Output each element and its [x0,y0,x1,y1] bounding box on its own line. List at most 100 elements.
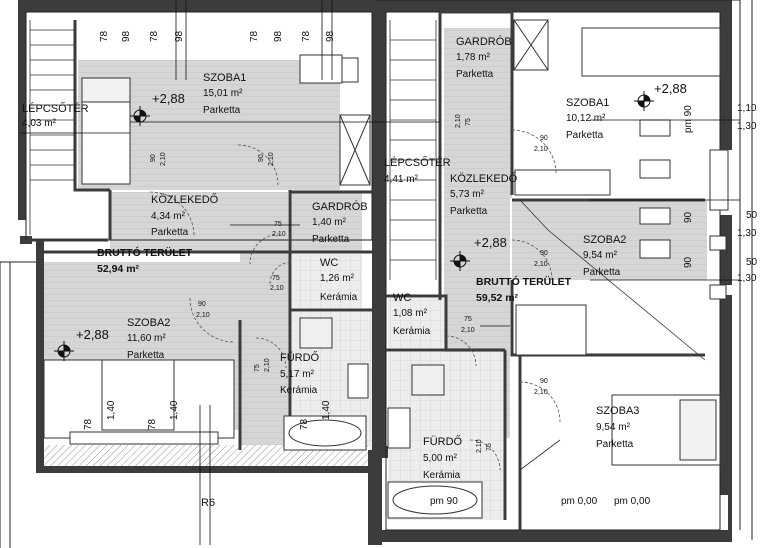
elevation-markers [54,91,654,361]
szoba1-right-floor-type: Parketta [566,130,604,141]
dim-78-d: 78 [301,30,312,42]
dim-75-e: 75 [464,316,472,323]
szoba1-left-area: 15,01 m² [203,88,243,99]
szoba1-right-name: SZOBA1 [566,97,610,109]
dim-210-c: 2,10 [272,231,286,238]
dim-50-b: 50 [746,257,758,268]
dim-210-e: 2,10 [196,312,210,319]
szoba2-right-area: 9,54 m² [583,250,617,261]
dim-210-h: 2,10 [534,146,548,153]
dim-210-l: 2,10 [476,439,483,453]
dim-90-b: 90 [258,154,265,162]
dim-130-b: 1,30 [737,228,757,239]
gardrob-left-name: GARDRÓB [312,201,368,213]
gardrob-right-floor-type: Parketta [456,69,494,80]
gardrob-left-floor [290,192,362,252]
dim-98-b: 98 [174,30,185,42]
dim-pm90-a: pm 90 [683,105,694,133]
elevation-marker-left-bottom [54,341,74,361]
szoba1-left-name: SZOBA1 [203,72,247,84]
kozlekedo-left-floor [110,192,288,252]
dim-90-d: 90 [683,211,694,223]
dim-75-f: 75 [486,443,493,451]
brutto-right-value: 59,52 m² [476,292,519,304]
dimension-lines [20,0,740,545]
wc-right-floor [388,298,446,348]
dim-75-b: 75 [272,275,280,282]
dim-78-g: 78 [299,418,310,430]
elevation-marker-right-mid [450,251,470,271]
furdo-right-name: FÜRDŐ [423,436,463,448]
dim-90-h: 90 [540,378,548,385]
dim-78-b: 78 [149,30,160,42]
szoba3-right-area: 9,54 m² [596,422,630,433]
szoba1-right-area: 10,12 m² [566,113,606,124]
elevation-right-mid: +2,88 [474,235,507,250]
lepcsoter-right-name: LÉPCSŐTÉR [384,157,451,169]
dim-130-c: 1,30 [737,273,757,284]
dim-78-e: 78 [83,418,94,430]
gardrob-right-area: 1,78 m² [456,52,490,63]
wc-left-name: WC [320,257,339,269]
furdo-right-floor-type: Kerámia [423,470,461,481]
elevation-left-bottom: +2,88 [76,327,109,342]
gardrob-left-area: 1,40 m² [312,217,346,228]
r6-label: R6 [201,497,216,509]
dim-75-c: 75 [254,364,261,372]
kozlekedo-right-area: 5,73 m² [450,189,484,200]
dim-78-a: 78 [99,30,110,42]
furdo-left-area: 5,17 m² [280,369,314,380]
pm-bath-right: pm 90 [430,496,458,507]
dim-140-b: 1,40 [169,400,180,420]
dim-78-f: 78 [147,418,158,430]
dim-90-g: 90 [540,250,548,257]
wc-left-area: 1,26 m² [320,273,354,284]
dim-210-f: 2,10 [264,358,271,372]
dim-90-f: 90 [540,135,548,142]
szoba2-right-name: SZOBA2 [583,234,627,246]
dim-78-c: 78 [249,30,260,42]
dim-140-c: 1,40 [321,400,332,420]
kozlekedo-left-floor-type: Parketta [151,227,189,238]
kozlekedo-right-floor-type: Parketta [450,206,488,217]
dim-90-c: 90 [198,301,206,308]
door-swings [149,129,561,471]
kozlekedo-right-name: KÖZLEKEDŐ [450,173,518,185]
dim-98-a: 98 [121,30,132,42]
wc-right-area: 1,08 m² [393,308,427,319]
dim-98-c: 98 [273,30,284,42]
szoba2-left-area: 11,60 m² [127,333,166,344]
fixtures [43,19,729,519]
lepcsoter-left-name: LÉPCSŐTÉR [22,103,89,115]
elevation-left-top: +2,88 [152,91,185,106]
stairs [29,20,706,471]
dim-50-a: 50 [746,210,758,221]
szoba2-right-strip [512,200,707,280]
dim-75-a: 75 [274,221,282,228]
szoba2-right-floor-type: Parketta [583,267,621,278]
furdo-right-area: 5,00 m² [423,453,457,464]
lepcsoter-left-area: 4,03 m² [22,118,56,129]
dim-210-a: 2,10 [160,152,167,166]
brutto-left-value: 52,94 m² [97,263,140,275]
gardrob-right-name: GARDRÓB [456,36,512,48]
elevation-marker-right-top [634,91,654,111]
dim-75-d: 75 [465,118,472,126]
pm-floor-a: pm 0,00 [561,496,598,507]
kozlekedo-left-area: 4,34 m² [151,211,185,222]
brutto-left-title: BRUTTÓ TERÜLET [97,247,193,259]
elevation-right-top: +2,88 [654,81,687,96]
wc-right-name: WC [393,292,412,304]
lepcsoter-right-area: 4,41 m² [384,174,418,185]
dim-90-e: 90 [683,256,694,268]
wc-left-floor [292,254,362,308]
dim-210-j: 2,10 [461,327,475,334]
dim-130-a: 1,30 [737,121,757,132]
dim-210-k: 2,10 [534,389,548,396]
dim-98-d: 98 [325,30,336,42]
szoba2-left-floor-type: Parketta [127,350,165,361]
szoba3-right-floor-type: Parketta [596,439,634,450]
szoba2-left-name: SZOBA2 [127,317,171,329]
